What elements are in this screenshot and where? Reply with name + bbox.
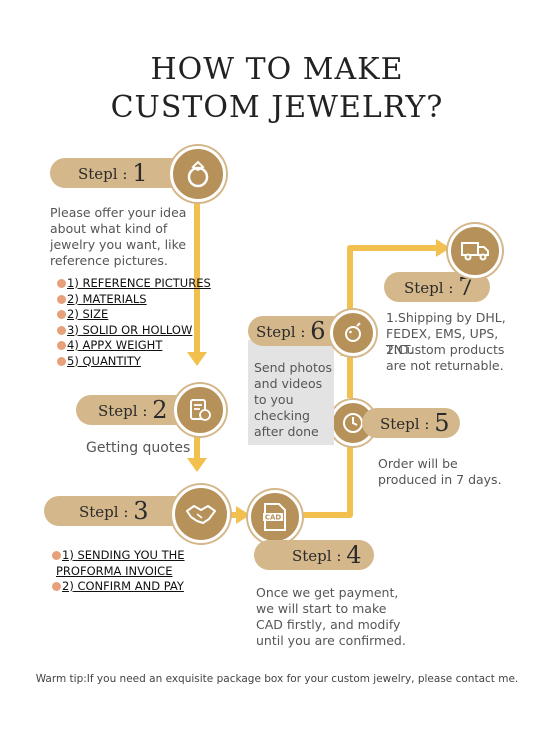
step1-item: 5) QUANTITY [57, 354, 211, 370]
bullet-dot [52, 582, 61, 591]
step3-label: Stepl : [79, 503, 129, 521]
truck-icon [461, 242, 489, 261]
step5-pill: Stepl : 5 [362, 408, 460, 438]
cad-icon-text: CAD [265, 514, 282, 522]
step1-item: 2) MATERIALS [57, 292, 211, 308]
step4-description: Once we get payment, we will start to ma… [256, 585, 406, 648]
step3-number: 3 [133, 497, 149, 525]
step7-label: Stepl : [404, 279, 454, 297]
step2-label: Stepl : [98, 402, 148, 420]
step7-circle [448, 224, 502, 278]
bullet-dot [57, 341, 66, 350]
step3-pill: Stepl : 3 [44, 496, 194, 526]
bullet-dot [57, 356, 66, 366]
step5-label: Stepl : [380, 415, 430, 433]
camera-icon [345, 322, 361, 342]
step4-circle: CAD [248, 490, 302, 544]
step4-pill: Stepl : 4 [254, 540, 374, 570]
step3-item: 1) SENDING YOU THE [52, 548, 185, 564]
step1-label: Stepl : [78, 165, 128, 183]
step5-number: 5 [434, 409, 450, 437]
step3-item: PROFORMA INVOICE [56, 563, 173, 578]
step7-description-2: 2.Custom products are not returnable. [386, 342, 505, 373]
step4-number: 4 [346, 541, 362, 569]
step1-description: Please offer your idea about what kind o… [50, 205, 187, 268]
step4-label: Stepl : [292, 547, 342, 565]
clock-icon [343, 413, 363, 433]
page-title-line1: HOW TO MAKE [150, 52, 404, 87]
step6-panel [248, 340, 334, 445]
step1-item: 1) REFERENCE PICTURES [57, 276, 211, 292]
invoice-icon [190, 399, 211, 421]
step1-number: 1 [132, 159, 148, 187]
step6-number: 6 [310, 317, 326, 345]
step7-number: 7 [458, 273, 474, 301]
step1-item: 3) SOLID OR HOLLOW [57, 323, 211, 339]
step6-label: Stepl : [256, 323, 306, 341]
step1-item: 4) APPX WEIGHT [57, 338, 211, 354]
bullet-dot [57, 294, 66, 304]
step6-description: Send photos and videos to you checking a… [254, 360, 333, 439]
step3-circle [172, 485, 230, 543]
bullet-dot [52, 551, 61, 560]
step3-list: 1) SENDING YOU THE PROFORMA INVOICE 2) C… [52, 548, 185, 595]
step3-item: 2) CONFIRM AND PAY [52, 579, 185, 595]
step1-item: 2) SIZE [57, 307, 211, 323]
bullet-dot [57, 325, 66, 335]
bullet-dot [57, 310, 66, 319]
step2-number: 2 [152, 396, 168, 424]
bullet-dot [57, 279, 66, 288]
step2-description: Getting quotes [86, 440, 191, 456]
cad-file-icon: CAD [263, 503, 286, 531]
ring-icon [187, 160, 209, 188]
step6-circle [330, 310, 376, 356]
page-title-line2: CUSTOM JEWELRY? [110, 90, 444, 125]
step5-description: Order will be produced in 7 days. [378, 456, 502, 487]
handshake-icon [186, 505, 216, 524]
step7-description-1: 1.Shipping by DHL, FEDEX, EMS, UPS, TNT. [386, 310, 506, 357]
step2-circle [174, 384, 226, 436]
step1-circle [170, 146, 226, 202]
warm-tip: Warm tip:If you need an exquisite packag… [35, 673, 519, 685]
step1-list: 1) REFERENCE PICTURES 2) MATERIALS 2) SI… [57, 276, 211, 369]
